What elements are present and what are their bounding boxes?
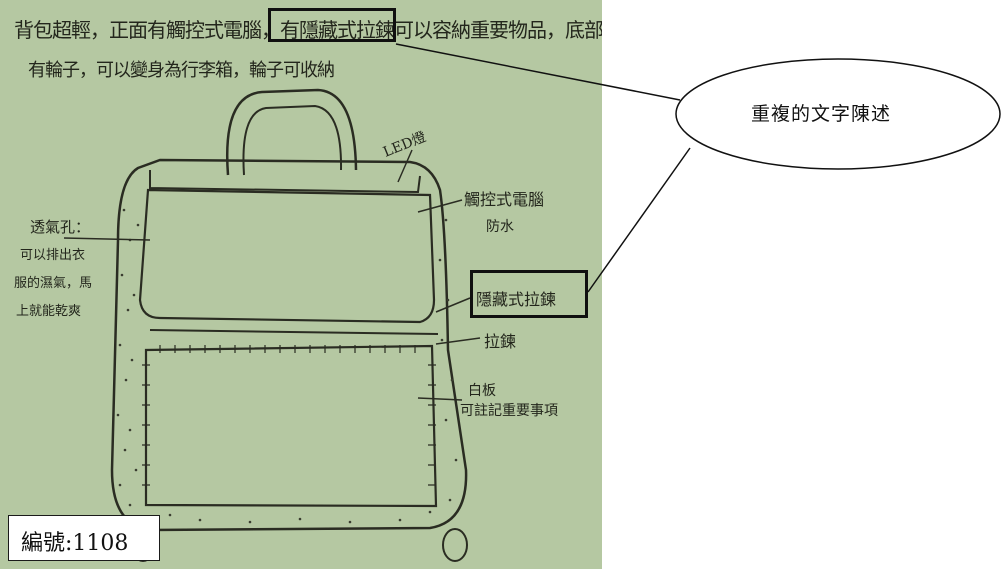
label-vent-line1: 可以排出衣	[20, 248, 86, 263]
label-whiteboard: 白板	[468, 383, 496, 399]
backpack-drawing	[63, 88, 481, 562]
callout-text: 重複的文字陳述	[750, 103, 891, 125]
label-touch-computer: 觸控式電腦	[464, 190, 545, 209]
label-vent-line2: 服的濕氣，馬	[14, 276, 93, 291]
label-vent-title: 透氣孔：	[30, 218, 91, 236]
label-zipper: 拉鍊	[484, 332, 517, 351]
label-vent-line3: 上就能乾爽	[16, 304, 82, 319]
highlight-box-side	[470, 270, 588, 318]
highlight-box-top	[268, 8, 396, 42]
label-hidden-zipper: 隱藏式拉鍊	[476, 290, 557, 309]
id-label-box: 編號:1108	[8, 515, 160, 561]
label-waterproof: 防水	[486, 219, 514, 235]
id-label: 編號:1108	[21, 531, 129, 556]
label-whiteboard-note: 可註記重要事項	[460, 403, 558, 419]
description-line-2: 有輪子，可以變身為行李箱，輪子可收納	[28, 60, 335, 81]
sketch-photo: 背包超輕，正面有觸控式電腦，有隱藏式拉鍊可以容納重要物品，底部 有輪子，可以變身…	[0, 0, 602, 569]
description-line-1: 背包超輕，正面有觸控式電腦，有隱藏式拉鍊可以容納重要物品，底部	[14, 18, 602, 42]
